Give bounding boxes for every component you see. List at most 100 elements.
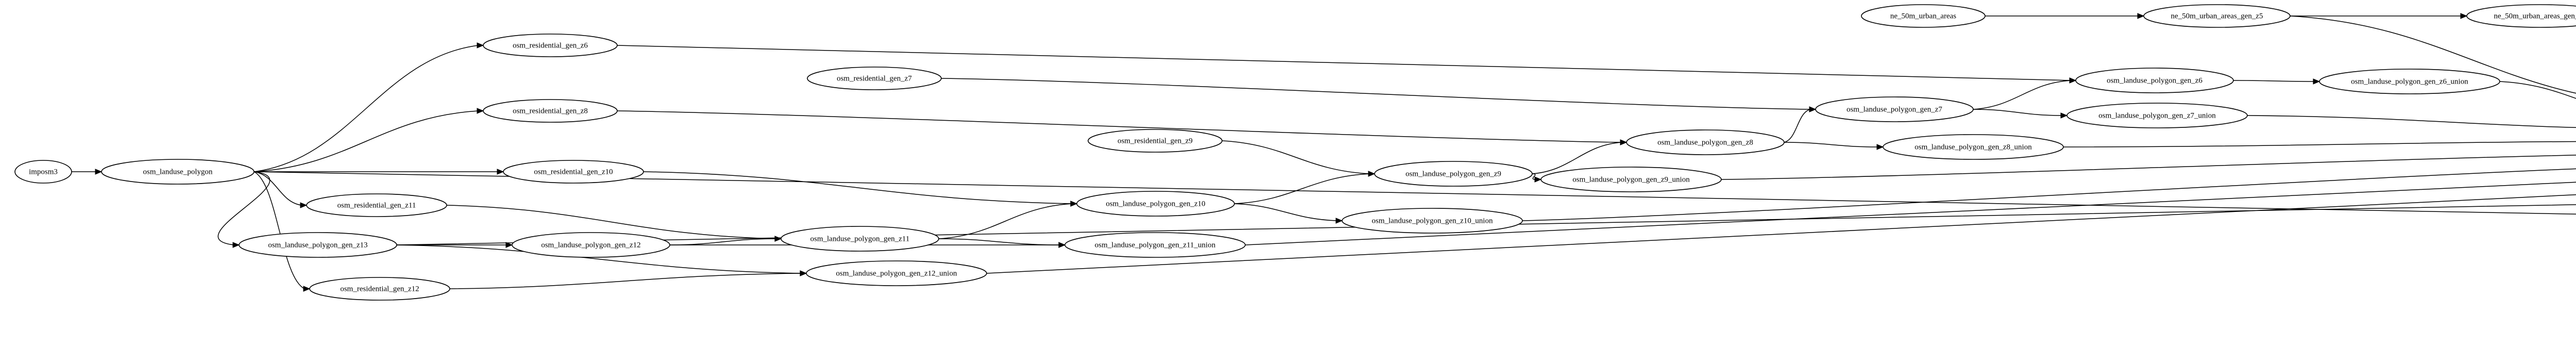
node-osm_landuse_polygon_gen_z11_union[interactable]: osm_landuse_polygon_gen_z11_union: [1064, 232, 1246, 258]
node-shape: [1861, 4, 1986, 28]
edge-osm_landuse_polygon-to-osm_residential_gen_z8: [253, 110, 479, 172]
node-osm_landuse_polygon_gen_z7[interactable]: osm_landuse_polygon_gen_z7: [1815, 96, 1974, 122]
node-ne_50m_urban_areas_gen_z4[interactable]: ne_50m_urban_areas_gen_z4: [2466, 4, 2576, 28]
edge-arrowhead: [300, 202, 308, 208]
node-shape: [512, 232, 670, 258]
edge-osm_residential_gen_z12-to-osm_landuse_polygon_gen_z12_union: [449, 273, 802, 289]
edge-arrowhead: [800, 270, 807, 276]
node-shape: [806, 260, 987, 286]
node-osm_landuse_polygon_gen_z8[interactable]: osm_landuse_polygon_gen_z8: [1626, 129, 1785, 155]
edge-osm_residential_gen_z11-to-osm_landuse_polygon_gen_z11: [446, 205, 776, 239]
node-osm_landuse_polygon_gen_z12[interactable]: osm_landuse_polygon_gen_z12: [512, 232, 670, 258]
node-shape: [781, 226, 939, 252]
edge-ne_50m_urban_areas_gen_z5-to-layer_landuse.z5: [2290, 15, 2576, 94]
node-osm_landuse_polygon_gen_z8_union[interactable]: osm_landuse_polygon_gen_z8_union: [1883, 134, 2064, 160]
edge-arrowhead: [1335, 218, 1343, 224]
edge-arrowhead: [2460, 13, 2468, 19]
edge-arrowhead: [2069, 77, 2077, 84]
edge-osm_landuse_polygon_gen_z8-to-osm_landuse_polygon_gen_z7: [1784, 109, 1811, 143]
node-shape: [1815, 96, 1974, 122]
edge-arrowhead: [232, 242, 240, 248]
edge-arrowhead: [1070, 201, 1078, 207]
node-osm_landuse_polygon_gen_z6_union[interactable]: osm_landuse_polygon_gen_z6_union: [2319, 69, 2500, 94]
node-shape: [1088, 129, 1223, 153]
edge-osm_residential_gen_z8-to-osm_landuse_polygon_gen_z8: [617, 110, 1622, 143]
node-osm_landuse_polygon_gen_z10[interactable]: osm_landuse_polygon_gen_z10: [1076, 191, 1235, 217]
node-shape: [306, 193, 447, 217]
node-osm_landuse_polygon_gen_z11[interactable]: osm_landuse_polygon_gen_z11: [781, 226, 939, 252]
node-shape: [483, 34, 618, 57]
edge-osm_landuse_polygon_gen_z7-to-osm_landuse_polygon_gen_z7_union: [1973, 109, 2062, 116]
edge-arrowhead: [505, 242, 513, 248]
edge-osm_landuse_polygon_gen_z11-to-osm_landuse_polygon_gen_z10: [938, 203, 1072, 239]
edge-arrowhead: [1534, 176, 1542, 183]
edge-osm_landuse_polygon_gen_z6-to-osm_landuse_polygon_gen_z6_union: [2233, 80, 2315, 82]
node-shape: [309, 277, 450, 301]
node-shape: [2143, 4, 2291, 28]
edge-arrowhead: [774, 236, 782, 242]
edge-osm_landuse_polygon_gen_z9_union-to-layer_landuse.z9: [1721, 155, 2576, 180]
node-osm_residential_gen_z10[interactable]: osm_residential_gen_z10: [503, 160, 644, 184]
edge-osm_landuse_polygon_gen_z7_union-to-layer_landuse.z7: [2247, 115, 2576, 128]
node-shape: [2466, 4, 2576, 28]
node-shape: [1064, 232, 1246, 258]
node-shape: [2319, 69, 2500, 94]
node-osm_landuse_polygon_gen_z10_union[interactable]: osm_landuse_polygon_gen_z10_union: [1342, 208, 1523, 234]
node-shape: [1374, 161, 1533, 187]
edge-arrowhead: [303, 286, 311, 292]
edge-arrowhead: [477, 42, 484, 48]
edge-arrowhead: [95, 169, 103, 175]
node-osm_residential_gen_z11[interactable]: osm_residential_gen_z11: [306, 193, 447, 217]
edge-arrowhead: [2313, 78, 2320, 85]
node-osm_residential_gen_z7[interactable]: osm_residential_gen_z7: [807, 67, 942, 90]
node-shape: [1342, 208, 1523, 234]
node-osm_landuse_polygon_gen_z12_union[interactable]: osm_landuse_polygon_gen_z12_union: [806, 260, 987, 286]
edge-osm_residential_gen_z10-to-osm_landuse_polygon_gen_z10: [643, 171, 1072, 204]
edge-osm_landuse_polygon_gen_z8-to-osm_landuse_polygon_gen_z8_union: [1784, 142, 1878, 147]
edge-osm_landuse_polygon_gen_z8_union-to-layer_landuse.z8: [2063, 141, 2576, 147]
node-osm_landuse_polygon_gen_z9_union[interactable]: osm_landuse_polygon_gen_z9_union: [1540, 167, 1722, 192]
edge-osm_landuse_polygon-to-osm_residential_gen_z6: [253, 45, 479, 172]
node-shape: [807, 67, 942, 90]
node-ne_50m_urban_areas[interactable]: ne_50m_urban_areas: [1861, 4, 1986, 28]
edge-osm_landuse_polygon_gen_z9-to-osm_landuse_polygon_gen_z8: [1532, 142, 1622, 174]
edge-osm_landuse_polygon_gen_z13-to-osm_landuse_polygon_gen_z12_union: [396, 244, 802, 274]
edges-layer: [71, 13, 2576, 292]
node-osm_residential_gen_z12[interactable]: osm_residential_gen_z12: [309, 277, 450, 301]
edge-arrowhead: [477, 108, 484, 114]
edge-osm_landuse_polygon_gen_z11-to-osm_landuse_polygon_gen_z11_union: [938, 238, 1060, 245]
nodes-layer: imposm3 osm_landuse_polygon osm_residentia…: [14, 4, 2576, 301]
node-ne_50m_urban_areas_gen_z5[interactable]: ne_50m_urban_areas_gen_z5: [2143, 4, 2291, 28]
node-osm_residential_gen_z9[interactable]: osm_residential_gen_z9: [1088, 129, 1223, 153]
node-imposm3[interactable]: imposm3: [14, 160, 72, 184]
node-shape: [1626, 129, 1785, 155]
node-shape: [239, 232, 397, 258]
node-shape: [14, 160, 72, 184]
node-shape: [1076, 191, 1235, 217]
edge-arrowhead: [2137, 13, 2145, 19]
node-shape: [101, 159, 255, 185]
node-shape: [503, 160, 644, 184]
node-shape: [1540, 167, 1722, 192]
node-shape: [1883, 134, 2064, 160]
node-osm_landuse_polygon[interactable]: osm_landuse_polygon: [101, 159, 255, 185]
node-osm_landuse_polygon_gen_z6[interactable]: osm_landuse_polygon_gen_z6: [2075, 68, 2234, 93]
edge-arrowhead: [497, 169, 504, 175]
edge-osm_landuse_polygon_gen_z7-to-osm_landuse_polygon_gen_z6: [1973, 80, 2071, 110]
node-shape: [2066, 103, 2248, 128]
node-osm_landuse_polygon_gen_z9[interactable]: osm_landuse_polygon_gen_z9: [1374, 161, 1533, 187]
edge-arrowhead: [1876, 144, 1884, 150]
node-osm_residential_gen_z8[interactable]: osm_residential_gen_z8: [483, 99, 618, 123]
node-shape: [483, 99, 618, 123]
edge-arrowhead: [2060, 112, 2068, 119]
edge-osm_landuse_polygon_gen_z6_union-to-layer_landuse.z6: [2499, 81, 2576, 99]
node-osm_landuse_polygon_gen_z13[interactable]: osm_landuse_polygon_gen_z13: [239, 232, 397, 258]
edge-arrowhead: [1809, 106, 1817, 112]
node-osm_residential_gen_z6[interactable]: osm_residential_gen_z6: [483, 34, 618, 57]
edge-arrowhead: [1368, 171, 1376, 177]
node-osm_landuse_polygon_gen_z7_union[interactable]: osm_landuse_polygon_gen_z7_union: [2066, 103, 2248, 128]
edge-osm_landuse_polygon-to-osm_residential_gen_z12: [253, 171, 305, 289]
edge-osm_landuse_polygon_gen_z10-to-osm_landuse_polygon_gen_z10_union: [1234, 203, 1337, 221]
edge-osm_landuse_polygon-to-osm_residential_gen_z11: [253, 171, 302, 206]
